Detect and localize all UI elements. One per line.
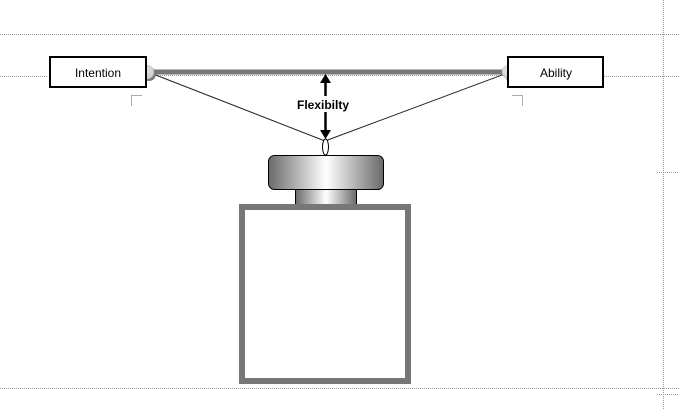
tension-label: Flexibilty	[297, 98, 349, 112]
rope-left	[147, 71, 326, 142]
node-ability[interactable]: Ability	[507, 56, 604, 88]
node-intention[interactable]: Intention	[49, 56, 147, 88]
arrow-up-icon	[320, 74, 331, 83]
container-box	[239, 204, 411, 384]
node-intention-box	[49, 56, 147, 88]
corner-mark-right	[512, 95, 523, 106]
rope-right	[324, 71, 511, 142]
node-intention-label: Intention	[75, 66, 121, 80]
hook-ring	[322, 138, 329, 156]
tension-label-bg	[294, 96, 354, 112]
corner-mark-left	[131, 95, 142, 106]
node-ability-label: Ability	[540, 66, 572, 80]
node-ability-box	[507, 56, 604, 88]
weight-top	[268, 155, 384, 190]
arrow-down-icon	[320, 130, 331, 139]
